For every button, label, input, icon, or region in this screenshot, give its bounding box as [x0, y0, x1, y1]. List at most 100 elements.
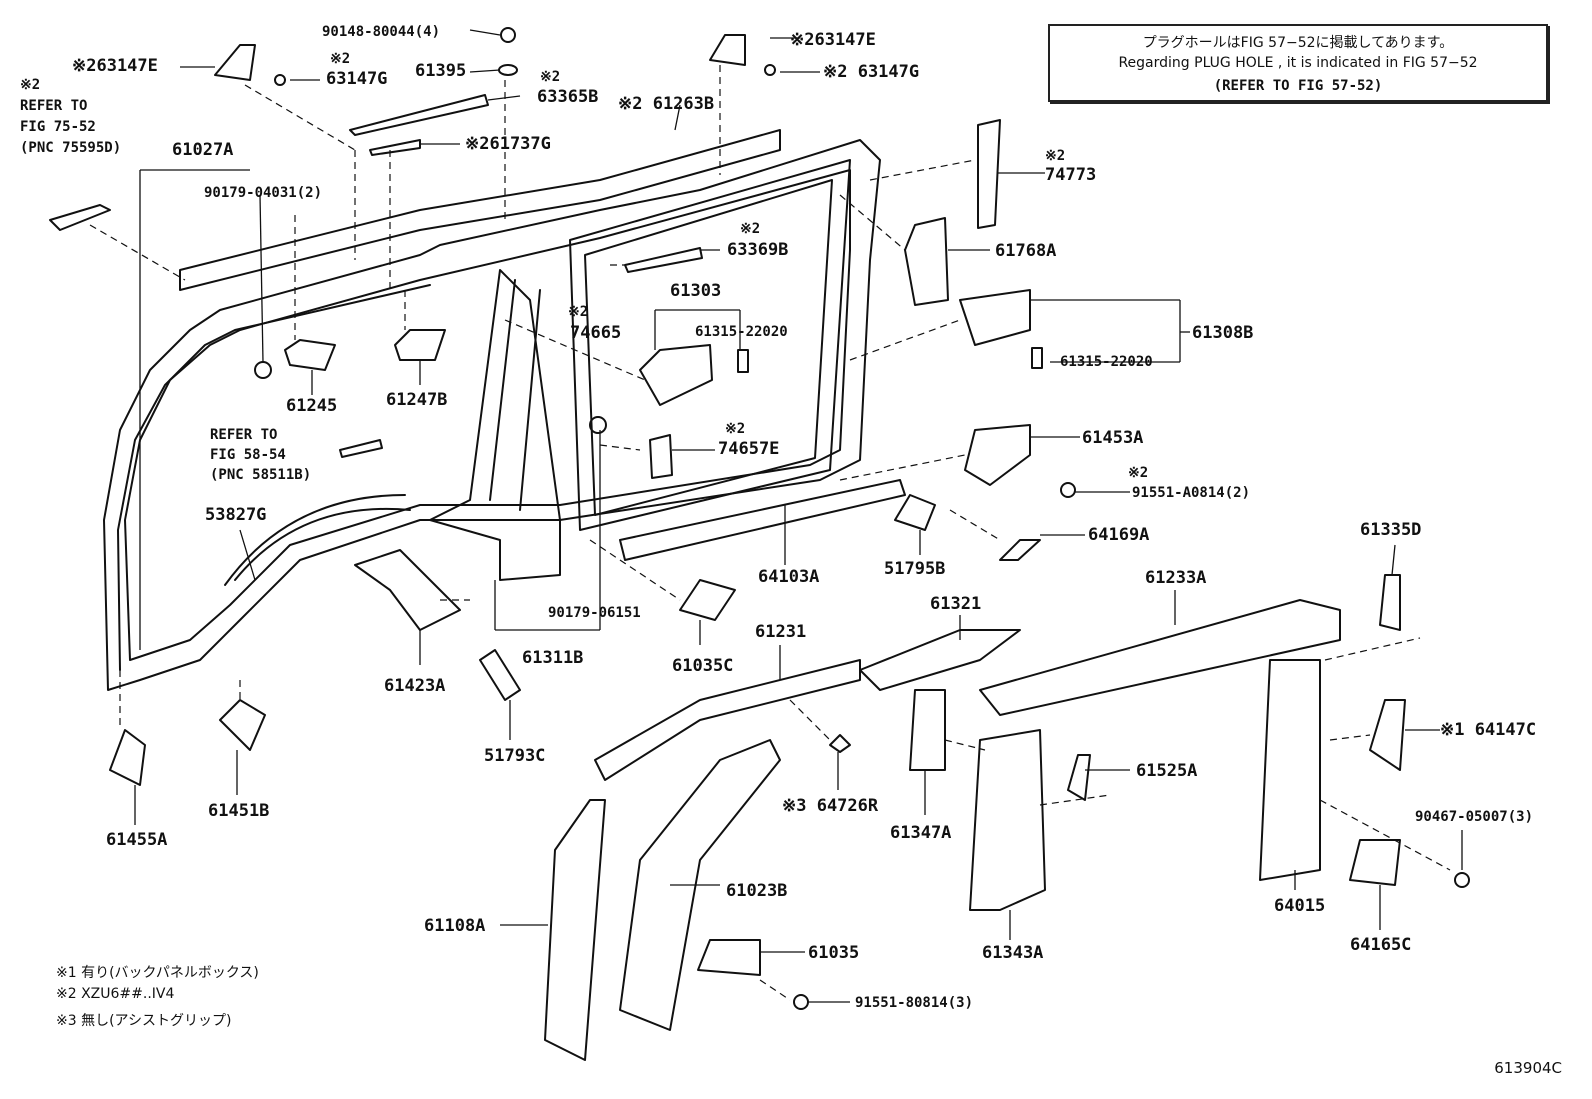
rear-floor-side-61233A: [979, 599, 1341, 716]
part-61423A: [354, 549, 461, 631]
part-label-61035C: 61035C: [672, 656, 734, 676]
part-label-61233A: 61233A: [1145, 568, 1207, 588]
part-label-61027A: 61027A: [172, 140, 234, 160]
part-63147E-right: [709, 34, 746, 66]
plug-hole-note-box: プラグホールはFIG 57−52に掲載してあります。 Regarding PLU…: [1048, 24, 1548, 102]
part-label-61453A: 61453A: [1082, 428, 1144, 448]
part-61247B: [394, 329, 446, 361]
note-refer: (REFER TO FIG 57-52): [1213, 78, 1383, 94]
part-label-61023B: 61023B: [726, 881, 788, 901]
part-label-63369B: 63369B: [727, 240, 789, 260]
part-label-61315-22020-b: 61315-22020: [1060, 354, 1153, 370]
part-64169A: [999, 539, 1041, 561]
panel-61343A: [969, 729, 1046, 911]
wheel-arch: [234, 507, 411, 581]
part-label-61231: 61231: [755, 622, 807, 642]
part-label-64103A: 64103A: [758, 567, 820, 587]
part-label-61455A: 61455A: [106, 830, 168, 850]
part-label-90148-80044: 90148-80044(4): [322, 24, 441, 40]
part-label-61263B: ※2 61263B: [618, 94, 715, 114]
part-64726R: [829, 734, 851, 753]
ref-75-line2: FIG 75-52: [20, 119, 96, 135]
part-61525A: [1067, 754, 1091, 801]
ref-58-line3: (PNC 58511B): [210, 467, 312, 483]
note-japanese: プラグホールはFIG 57−52に掲載してあります。: [1142, 35, 1454, 51]
part-74773: [977, 119, 1001, 229]
part-label-91551-A0814-mark: ※2: [1128, 465, 1149, 481]
part-61335D: [1379, 574, 1401, 631]
part-61245: [284, 339, 336, 371]
part-label-63365B-mark: ※2: [540, 69, 561, 85]
part-64165C: [1349, 839, 1401, 886]
ref-75-line1: REFER TO: [20, 98, 88, 114]
part-label-74773: 74773: [1045, 165, 1097, 185]
part-61455A: [109, 729, 146, 786]
ref-75-mark: ※2: [20, 77, 41, 93]
figure-id: 613904C: [1494, 1059, 1562, 1077]
part-label-61423A: 61423A: [384, 676, 446, 696]
part-63365B: [349, 94, 489, 136]
legend-note-3: ※3 無し(アシストグリップ): [56, 1013, 232, 1029]
part-label-61308B: 61308B: [1192, 323, 1254, 343]
ref-75-line3: (PNC 75595D): [20, 140, 122, 156]
part-label-64726R: ※3 64726R: [782, 796, 879, 816]
part-label-61311B: 61311B: [522, 648, 584, 668]
part-label-53827G: 53827G: [205, 505, 267, 525]
part-61737G: [369, 139, 421, 156]
part-label-90179-06151: 90179-06151: [548, 605, 641, 621]
part-64147C: [1369, 699, 1406, 771]
part-label-63147E-right: ※263147E: [790, 30, 876, 50]
note-english: Regarding PLUG HOLE , it is indicated in…: [1118, 55, 1478, 71]
part-label-63365B: 63365B: [537, 87, 599, 107]
part-51795B: [894, 494, 936, 531]
part-label-61303: 61303: [670, 281, 722, 301]
part-label-90179-04031: 90179-04031(2): [204, 185, 323, 201]
center-pillar: [429, 269, 561, 581]
member-61321: [859, 629, 1021, 691]
part-61768A: [904, 217, 949, 306]
part-61303: [639, 344, 713, 406]
part-label-74665-mark: ※2: [568, 304, 589, 320]
panel-61347A: [909, 689, 946, 771]
part-label-61315-22020-a: 61315-22020: [695, 324, 788, 340]
part-label-91551-A0814: 91551-A0814(2): [1132, 485, 1251, 501]
part-label-64165C: 64165C: [1350, 935, 1412, 955]
part-label-61321: 61321: [930, 594, 982, 614]
part-label-51795B: 51795B: [884, 559, 946, 579]
body-side-panel-inner: [124, 169, 851, 661]
part-label-91551-80814: 91551-80814(3): [855, 995, 974, 1011]
legend-note-1: ※1 有り(バックパネルボックス): [56, 965, 259, 981]
member-61231: [594, 659, 861, 781]
body-side-panel-outline: [103, 139, 881, 691]
part-label-61737G: ※261737G: [465, 134, 551, 154]
roof-rail: [179, 129, 781, 291]
part-label-74773-mark: ※2: [1045, 148, 1066, 164]
part-label-63369B-mark: ※2: [740, 221, 761, 237]
part-label-61347A: 61347A: [890, 823, 952, 843]
part-label-61245: 61245: [286, 396, 338, 416]
part-label-63147G-left: 63147G: [326, 69, 388, 89]
pillar-61023B: [619, 739, 781, 1031]
part-label-51793C: 51793C: [484, 746, 546, 766]
part-label-61108A: 61108A: [424, 916, 486, 936]
ref-58-line2: FIG 58-54: [210, 447, 286, 463]
part-61308B: [959, 289, 1031, 346]
part-label-63147E-left: ※263147E: [72, 56, 158, 76]
part-label-64015: 64015: [1274, 896, 1326, 916]
part-label-61035: 61035: [808, 943, 860, 963]
part-label-64169A: 64169A: [1088, 525, 1150, 545]
door-opening-left: [117, 284, 431, 671]
rocker-64103A: [619, 479, 906, 561]
part-label-74657E-mark: ※2: [725, 421, 746, 437]
part-label-61343A: 61343A: [982, 943, 1044, 963]
part-63147E-left: [214, 44, 256, 81]
part-label-74665: 74665: [570, 323, 622, 343]
panel-64015: [1259, 659, 1321, 881]
part-label-61451B: 61451B: [208, 801, 270, 821]
part-61451B: [219, 699, 266, 751]
part-label-61525A: 61525A: [1136, 761, 1198, 781]
part-74657E: [649, 434, 673, 479]
part-53827G: [339, 439, 383, 458]
